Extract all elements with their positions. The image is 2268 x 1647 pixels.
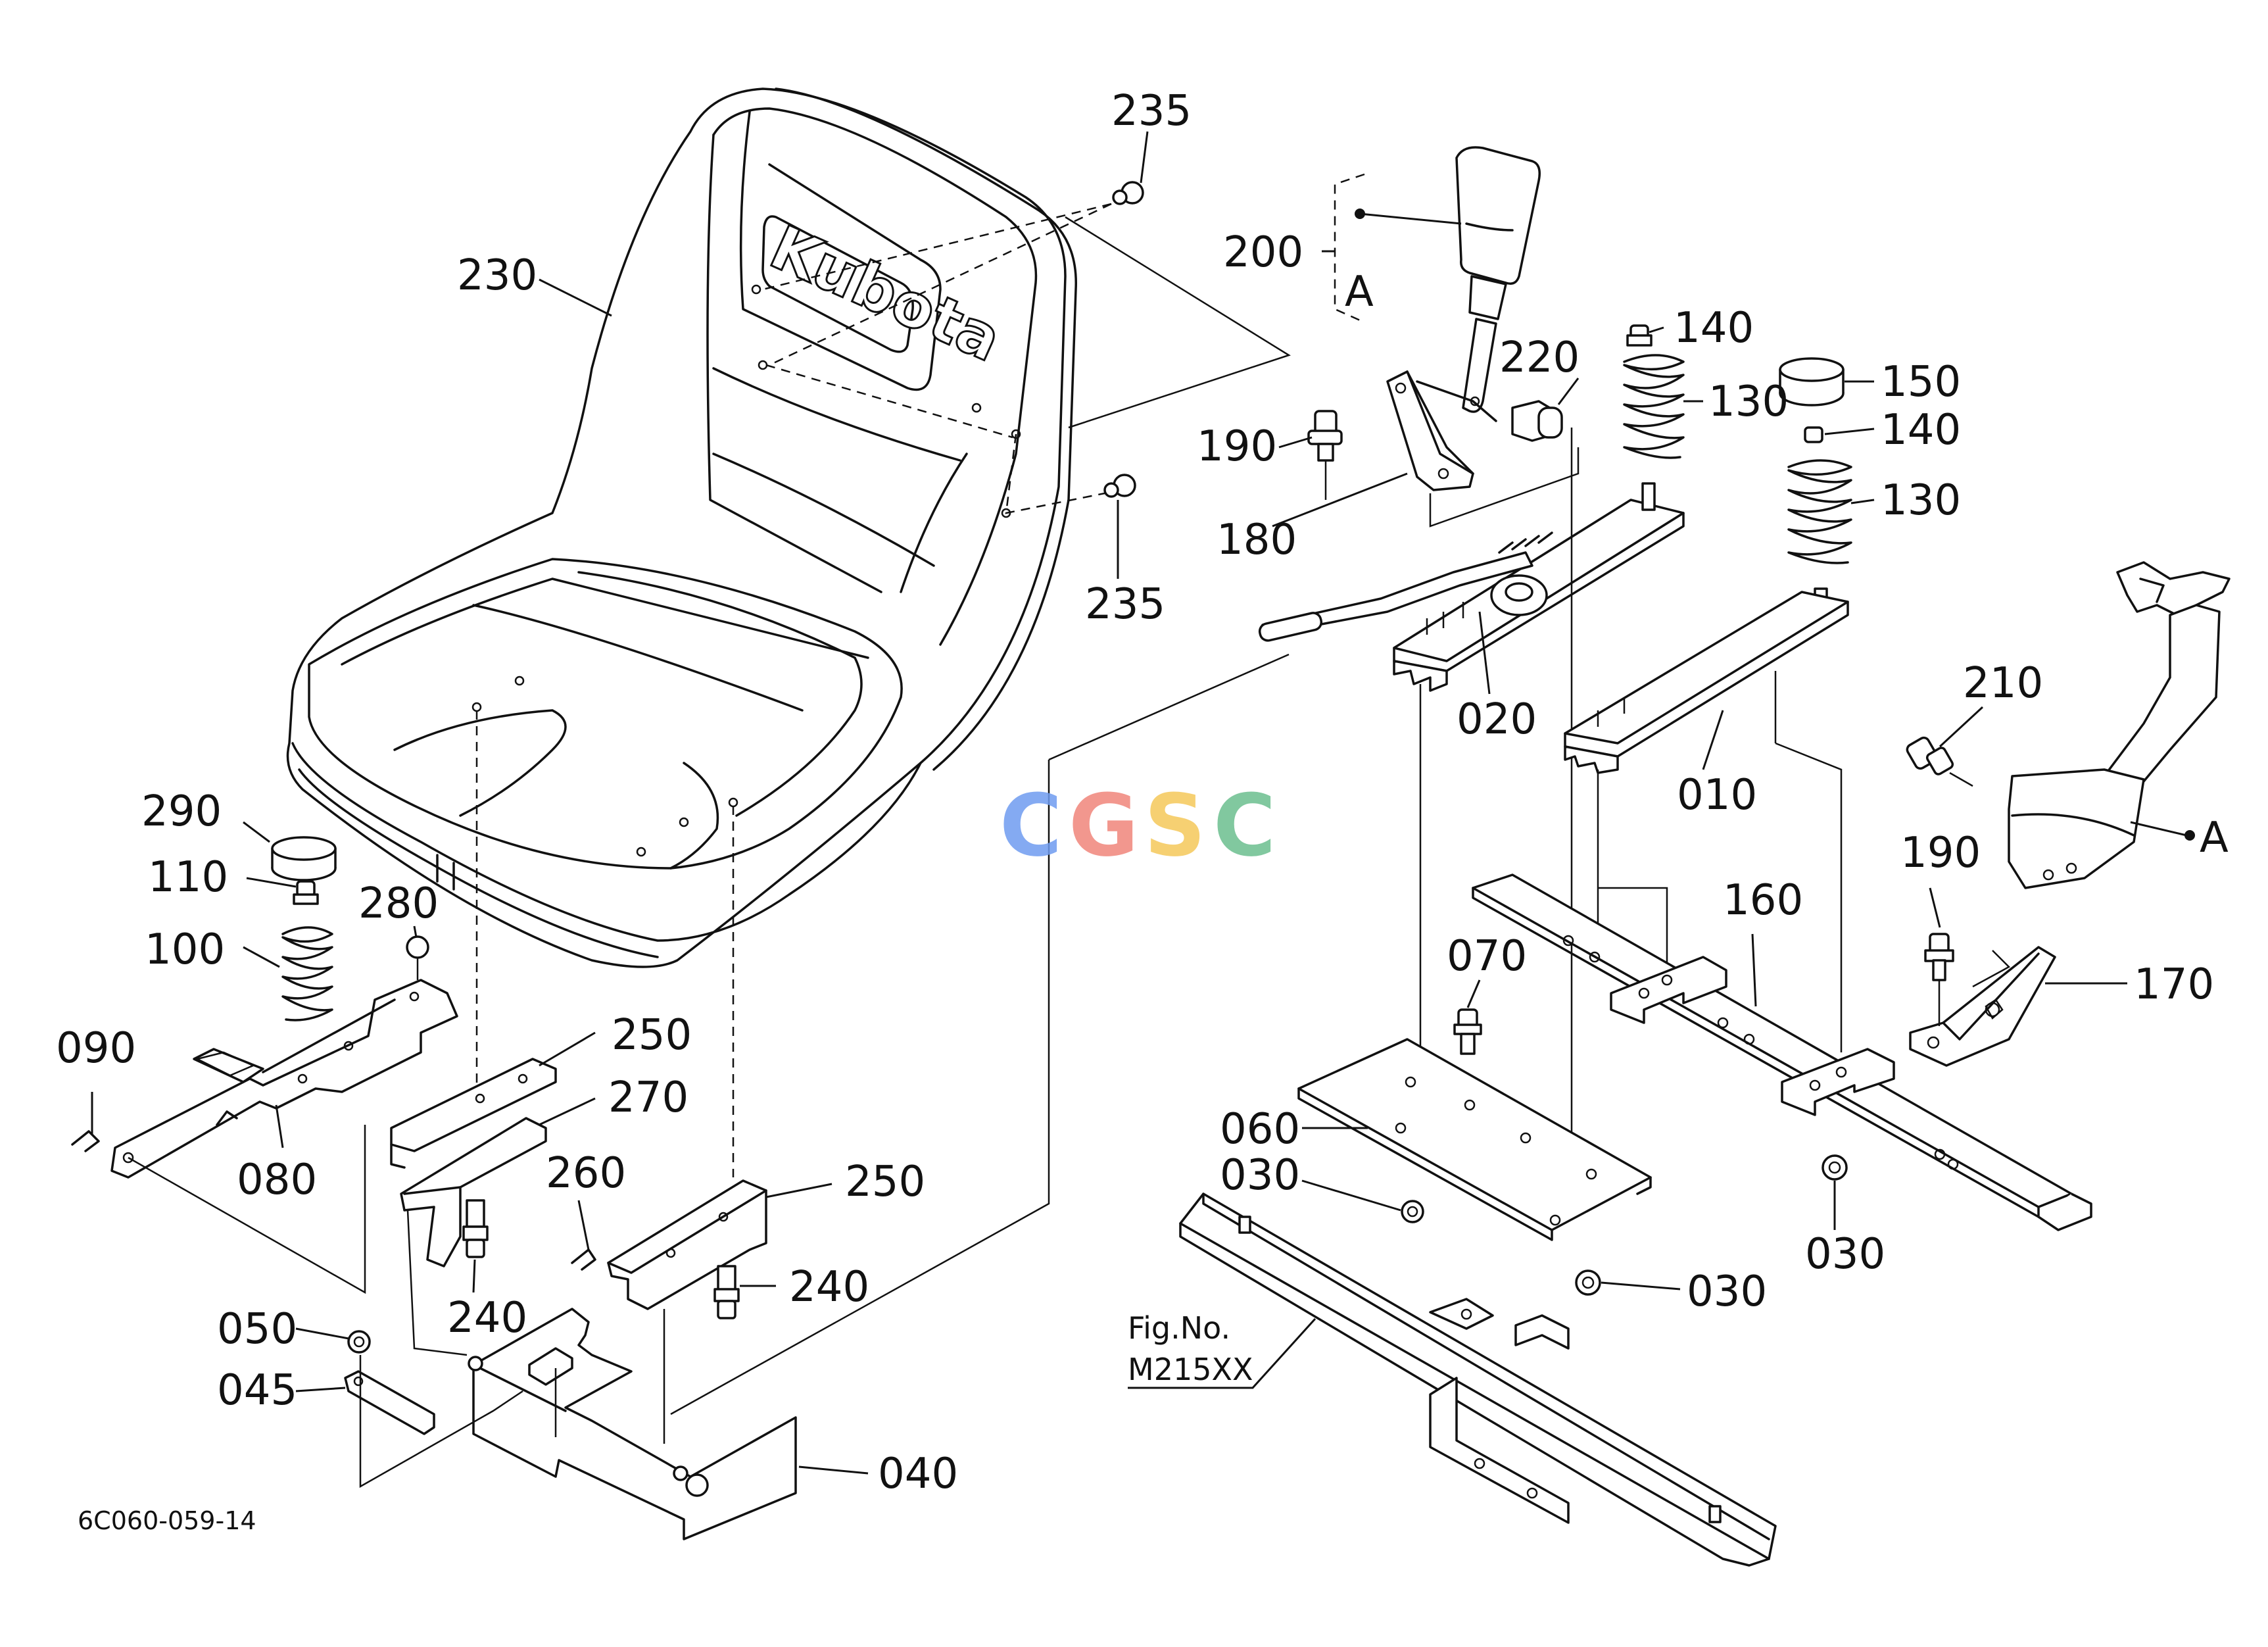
drawing-number: 6C060-059-14 — [78, 1506, 256, 1535]
label-045: 045 — [217, 1366, 297, 1415]
label-260: 260 — [546, 1149, 626, 1198]
belt-retractor — [2008, 561, 2231, 889]
label-240: 240 — [789, 1263, 869, 1312]
spring-130-left — [1623, 324, 1685, 511]
assembly-lines — [128, 653, 1290, 1488]
detail-marker-a: A — [2200, 814, 2229, 862]
label-140: 140 — [1881, 406, 1961, 455]
leader-lines — [91, 131, 2127, 1475]
label-030: 030 — [1220, 1151, 1300, 1200]
label-250: 250 — [612, 1011, 692, 1060]
label-210: 210 — [1963, 659, 2043, 708]
label-160: 160 — [1723, 876, 1803, 925]
label-030: 030 — [1805, 1230, 1885, 1279]
label-230: 230 — [457, 251, 537, 300]
label-110: 110 — [148, 853, 228, 902]
label-180: 180 — [1217, 516, 1297, 564]
label-080: 080 — [237, 1156, 317, 1204]
bolt-240-left — [462, 1199, 489, 1258]
label-060: 060 — [1220, 1105, 1300, 1154]
label-250: 250 — [845, 1158, 925, 1206]
fig-number-label: Fig.No. — [1128, 1310, 1230, 1346]
chassis-frame — [1179, 1192, 1777, 1567]
bracket-180 — [1386, 370, 1580, 528]
plate-045 — [344, 1370, 435, 1435]
label-140: 140 — [1674, 304, 1754, 353]
label-170: 170 — [2134, 960, 2214, 1009]
slide-rail-020 — [1258, 428, 1685, 1197]
base-plate-160 — [1472, 873, 2092, 1231]
label-020: 020 — [1457, 695, 1537, 744]
seat-230: Kubota — [286, 87, 1077, 968]
bracket-040 — [468, 1308, 797, 1540]
clip-260 — [571, 1248, 596, 1271]
label-235: 235 — [1111, 87, 1192, 135]
watermark-logo: C G S C — [1000, 775, 1276, 875]
bolt-190-right — [1924, 933, 1954, 1026]
label-130: 130 — [1881, 476, 1961, 525]
label-090: 090 — [56, 1024, 136, 1073]
bolt-070 — [1453, 1008, 1482, 1055]
watermark-letter: G — [1069, 775, 1139, 875]
label-070: 070 — [1447, 932, 1527, 981]
nut-030-b — [1575, 1269, 1601, 1296]
label-040: 040 — [878, 1450, 958, 1498]
slide-rail-010 — [1564, 591, 1849, 1052]
bracket-080 — [110, 979, 458, 1179]
watermark-letter: C — [1213, 775, 1276, 875]
label-150: 150 — [1881, 358, 1961, 406]
nut-030-c — [1822, 1154, 1848, 1181]
label-030: 030 — [1687, 1267, 1767, 1316]
label-190: 190 — [1900, 829, 1981, 877]
label-100: 100 — [145, 925, 225, 974]
label-200: 200 — [1223, 228, 1303, 277]
label-290: 290 — [141, 787, 222, 836]
label-010: 010 — [1677, 771, 1757, 820]
label-050: 050 — [217, 1305, 297, 1354]
label-235: 235 — [1085, 580, 1165, 629]
detail-marker-a: A — [1345, 268, 1374, 316]
clip-090 — [71, 1130, 100, 1152]
bracket-250-upper — [390, 1058, 557, 1169]
bolt-240-right — [713, 1265, 740, 1319]
spring-130-right — [1779, 357, 1852, 616]
label-270: 270 — [608, 1073, 688, 1122]
label-130: 130 — [1708, 378, 1789, 426]
fig-number-value: M215XX — [1128, 1352, 1253, 1387]
bolt-190-left — [1307, 410, 1343, 500]
bracket-250-lower — [607, 1179, 767, 1310]
spring-100 — [271, 836, 337, 1021]
bracket-170 — [1909, 946, 2056, 1067]
bolt-235-lower — [1103, 474, 1136, 498]
bolt-210 — [1906, 736, 1973, 787]
plate-060 — [1297, 1038, 1652, 1241]
cap-280 — [406, 935, 429, 980]
bolt-235-upper — [1112, 181, 1144, 205]
nut-050 — [347, 1330, 371, 1354]
part-labels: 235 235 230 200 A 220 190 180 140 130 15… — [56, 87, 2229, 1535]
buckle-200 — [1322, 146, 1541, 413]
nut-030-a — [1401, 1200, 1424, 1223]
watermark-letter: S — [1144, 775, 1206, 875]
label-280: 280 — [358, 879, 439, 928]
switch-220 — [1511, 378, 1580, 442]
watermark-letter: C — [1000, 775, 1062, 875]
label-240: 240 — [447, 1294, 527, 1342]
seat-mount-lines — [475, 203, 1291, 1177]
label-190: 190 — [1197, 422, 1277, 471]
label-220: 220 — [1499, 333, 1580, 382]
